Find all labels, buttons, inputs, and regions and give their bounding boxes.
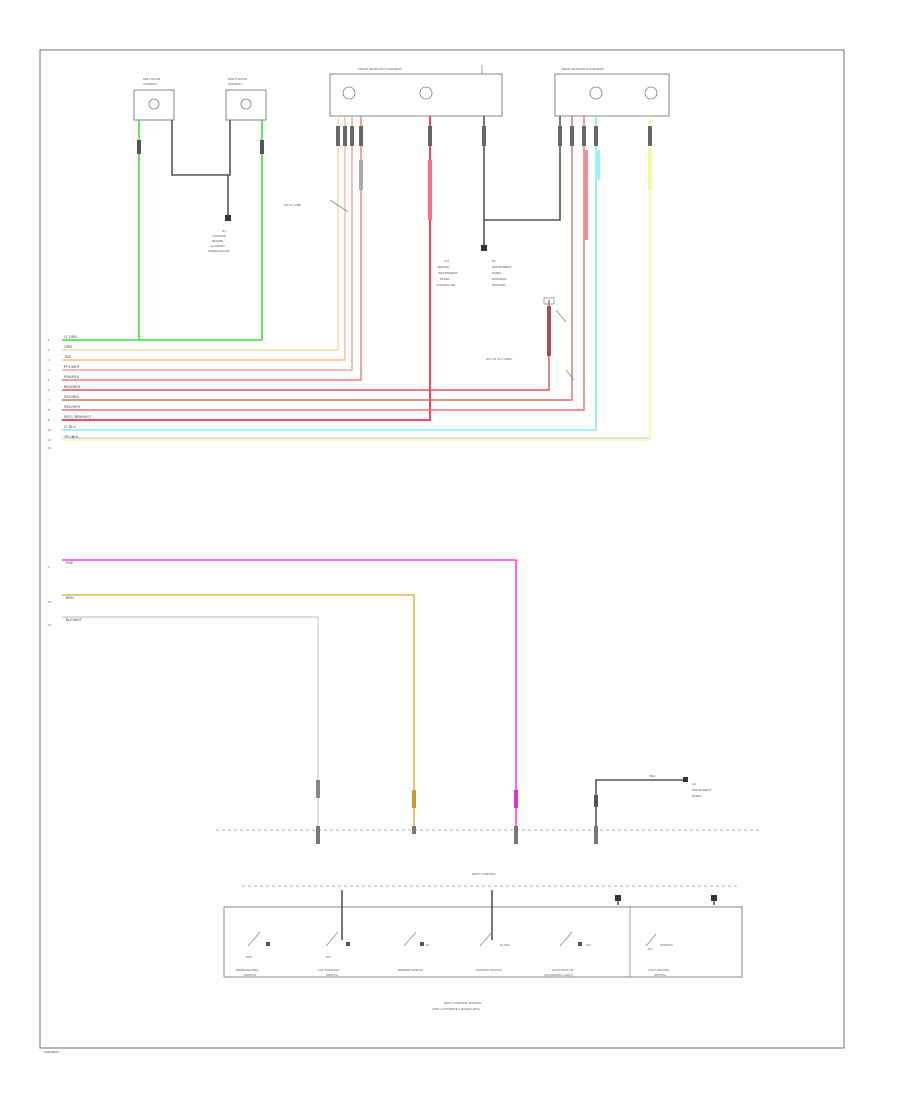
svg-text:C11: C11: [444, 259, 450, 263]
svg-text:FLASH: FLASH: [500, 943, 510, 947]
svg-text:PPL/WHT: PPL/WHT: [64, 365, 81, 369]
svg-text:LT BLU: LT BLU: [64, 425, 76, 429]
svg-text:YEL/BLK: YEL/BLK: [64, 435, 79, 439]
svg-text:G1: G1: [692, 782, 696, 786]
svg-text:LOCATED: LOCATED: [212, 234, 227, 238]
svg-text:AUTO LAMP: AUTO LAMP: [284, 203, 301, 207]
svg-text:BEHIND: BEHIND: [438, 265, 450, 269]
svg-text:5: 5: [48, 378, 50, 382]
svg-text:LT GRN: LT GRN: [64, 335, 77, 339]
svg-text:BRN: BRN: [66, 596, 74, 600]
svg-text:FOG LIGHTING: FOG LIGHTING: [648, 968, 670, 972]
rear-headlight-harness: REAR HEADLIGHT HARNESS: [554, 67, 670, 117]
svg-text:SWITCH: SWITCH: [244, 973, 256, 977]
svg-text:PASSING SWITCH: PASSING SWITCH: [476, 968, 502, 972]
wire-labels: LT GRN ORN TAN PPL/WHT PNK/BLK BRN/WHT R…: [64, 335, 92, 439]
svg-text:3: 3: [48, 358, 50, 362]
svg-text:CURTESY: CURTESY: [228, 82, 242, 86]
svg-text:DIMMER SWITCH: DIMMER SWITCH: [398, 968, 423, 972]
svg-text:PANEL: PANEL: [692, 794, 702, 798]
switch-auto: ON AUTO SWITCH (AUTOMATIC LIGHT): [544, 931, 591, 977]
svg-text:11: 11: [48, 438, 51, 442]
svg-text:BLK/WHT: BLK/WHT: [66, 618, 83, 622]
svg-text:BLK: BLK: [650, 774, 656, 778]
svg-text:TAN: TAN: [64, 355, 71, 359]
svg-text:RED/WHT: RED/WHT: [64, 405, 82, 409]
svg-text:GROUND: GROUND: [492, 283, 506, 287]
svg-text:RED/BLK: RED/BLK: [64, 395, 80, 399]
svg-text:LH FRONT: LH FRONT: [210, 244, 225, 248]
svg-text:PNK: PNK: [66, 561, 74, 565]
row-numbers: 1 2 3 4 5 6 7 8 9 10 11 12: [48, 338, 52, 450]
svg-text:PNK/BLK: PNK/BLK: [64, 375, 80, 379]
lamp-ground-wires: G1 LOCATED BEHIND LH FRONT WHEELHOUSE: [171, 120, 231, 253]
svg-text:INSTRUMENT: INSTRUMENT: [692, 788, 712, 792]
svg-text:SWITCH: SWITCH: [326, 973, 338, 977]
svg-text:ORN: ORN: [64, 345, 72, 349]
switch-passing: FLASH PASSING SWITCH: [476, 931, 510, 972]
svg-text:1: 1: [48, 565, 50, 569]
svg-text:4: 4: [48, 368, 50, 372]
svg-text:8: 8: [48, 408, 50, 412]
svg-text:TAIL LIGHTING: TAIL LIGHTING: [318, 968, 340, 972]
front-headlight-harness: FRONT HEADLIGHT HARNESS: [329, 65, 503, 117]
svg-text:HOT AT ALL TIMES: HOT AT ALL TIMES: [486, 357, 512, 361]
svg-text:SWITCH: SWITCH: [654, 973, 666, 977]
svg-text:12: 12: [48, 446, 52, 450]
svg-text:6: 6: [48, 388, 50, 392]
svg-text:PANEL: PANEL: [492, 271, 502, 275]
svg-text:STATION: STATION: [660, 943, 673, 947]
svg-text:OFF: OFF: [246, 955, 252, 959]
switch-fog-lighting: ON STATION FOG LIGHTING SWITCH: [645, 933, 673, 977]
svg-text:CURTESY: CURTESY: [143, 82, 157, 86]
svg-text:CONNECTOR: CONNECTOR: [436, 283, 456, 287]
svg-text:ON: ON: [586, 943, 591, 947]
svg-text:10: 10: [48, 428, 52, 432]
svg-text:G1: G1: [222, 229, 226, 233]
svg-text:BODY CONTROL MODULE: BODY CONTROL MODULE: [444, 1001, 482, 1005]
svg-text:(AUTOMATIC LIGHT): (AUTOMATIC LIGHT): [544, 973, 573, 977]
svg-text:16: 16: [48, 600, 52, 604]
svg-text:9: 9: [48, 418, 50, 422]
svg-text:BRN/WHT: BRN/WHT: [64, 385, 82, 389]
lt-grn-wires: [62, 120, 264, 341]
body-control-module: BODY CONTROL OFF HEADLIGHTING SWITCH ON …: [223, 872, 743, 1011]
diagram-frame: [39, 49, 845, 1049]
svg-text:BEHIND: BEHIND: [212, 239, 224, 243]
lower-wires: 1 PNK 16 BRN 15 BLK/WHT BLK G1 INSTRUMEN…: [48, 559, 712, 830]
svg-text:ON: ON: [326, 955, 331, 959]
svg-text:15: 15: [48, 623, 52, 627]
svg-text:S1: S1: [492, 259, 496, 263]
svg-text:INSTRUMENT: INSTRUMENT: [492, 265, 512, 269]
harness-wires: AUTO LAMP C11 BEHIND INSTRUMENT PANEL CO…: [62, 116, 652, 441]
connector-pins: [316, 826, 598, 844]
svg-text:WHEELHOUSE: WHEELHOUSE: [208, 249, 229, 253]
svg-text:LEFT DOOR: LEFT DOOR: [143, 77, 161, 81]
rh-courtesy-lamp: RIGHT DOOR CURTESY: [225, 77, 267, 121]
svg-text:INSTRUMENT: INSTRUMENT: [438, 271, 458, 275]
switch-headlighting: OFF HEADLIGHTING SWITCH: [236, 931, 270, 977]
svg-text:PANEL: PANEL: [440, 277, 450, 281]
footer-code: W0000000: [44, 1050, 59, 1054]
svg-text:HI: HI: [426, 943, 429, 947]
svg-text:HARNESS: HARNESS: [492, 277, 507, 281]
svg-text:FRONT HEADLIGHT HARNESS: FRONT HEADLIGHT HARNESS: [358, 67, 402, 71]
svg-text:ON: ON: [648, 947, 653, 951]
switch-dimmer: HI DIMMER SWITCH: [398, 931, 429, 972]
lh-courtesy-lamp: LEFT DOOR CURTESY: [133, 77, 175, 121]
svg-text:RED / BRN/WHT: RED / BRN/WHT: [64, 415, 92, 419]
svg-text:7: 7: [48, 398, 50, 402]
svg-text:(WITH AUTOMATIC HEADLIGHTS): (WITH AUTOMATIC HEADLIGHTS): [432, 1007, 480, 1011]
svg-text:BODY CONTROL: BODY CONTROL: [472, 872, 496, 876]
svg-text:AUTO SWITCH: AUTO SWITCH: [552, 968, 573, 972]
svg-text:RIGHT DOOR: RIGHT DOOR: [228, 77, 248, 81]
svg-text:1: 1: [48, 338, 50, 342]
svg-text:HEADLIGHTING: HEADLIGHTING: [236, 968, 259, 972]
switch-tail-lighting: ON TAIL LIGHTING SWITCH: [318, 931, 350, 977]
svg-text:2: 2: [48, 348, 50, 352]
svg-text:REAR HEADLIGHT HARNESS: REAR HEADLIGHT HARNESS: [562, 67, 604, 71]
